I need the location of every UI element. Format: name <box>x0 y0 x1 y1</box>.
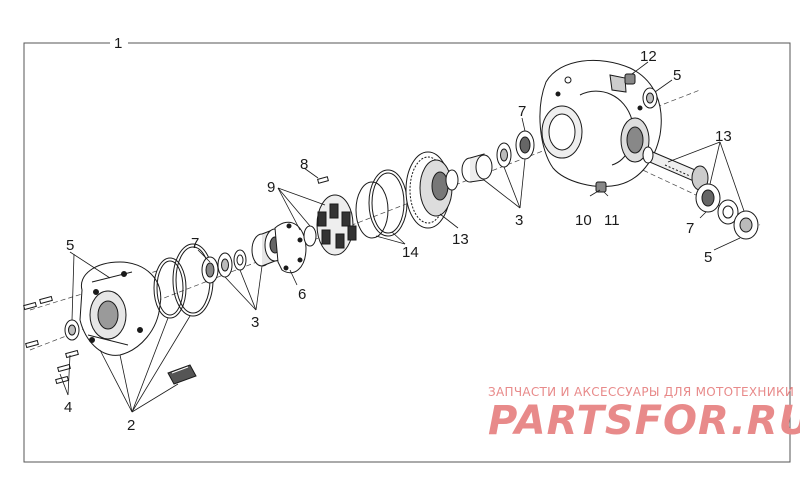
callout-14: 14 <box>402 244 419 261</box>
ring-gear <box>405 151 459 229</box>
cover-retainer-plate <box>167 364 197 385</box>
left-oil-seal <box>64 319 80 341</box>
callout-4: 4 <box>64 399 72 416</box>
callout-13-right: 13 <box>715 128 732 145</box>
circlip-rings <box>355 169 408 239</box>
callout-1: 1 <box>114 35 122 52</box>
callout-7-right: 7 <box>686 220 694 237</box>
upper-oil-seal <box>642 87 658 109</box>
roller-cage <box>303 194 357 256</box>
callout-5-left: 5 <box>66 237 74 254</box>
right-bearing-group <box>461 130 535 183</box>
callout-8: 8 <box>300 156 308 173</box>
cover-bolts <box>23 295 79 385</box>
callout-leader-lines <box>59 61 745 413</box>
watermark-tagline: ЗАПЧАСТИ И АКСЕССУАРЫ ДЛЯ МОТОТЕХНИКИ <box>488 385 795 399</box>
callout-5-top: 5 <box>673 67 681 84</box>
callout-7-center: 7 <box>518 103 526 120</box>
spider-gear-plate <box>274 221 307 274</box>
breather-valve <box>595 181 607 193</box>
cover-gaskets <box>153 243 214 319</box>
callout-11: 11 <box>604 212 620 229</box>
callout-5-bottom: 5 <box>704 249 712 266</box>
callout-9: 9 <box>267 179 275 196</box>
left-housing-cover <box>79 261 162 356</box>
callout-labels: 1 5 4 2 7 3 6 8 9 14 13 3 7 12 5 10 11 1… <box>64 35 732 434</box>
watermark-logo: PARTSFOR.RU <box>488 398 800 444</box>
callout-6: 6 <box>298 286 306 303</box>
callout-12: 12 <box>640 48 657 65</box>
diagram-frame <box>23 42 791 463</box>
callout-10: 10 <box>575 212 592 229</box>
callout-13-center: 13 <box>452 231 469 248</box>
locating-pin <box>317 176 329 184</box>
callout-3-left: 3 <box>251 314 259 331</box>
pinion-bearing-group <box>695 183 759 240</box>
left-bearing-group <box>201 249 247 284</box>
callout-7-left: 7 <box>191 235 199 252</box>
gear-housing <box>539 59 662 187</box>
drain-plug <box>624 73 636 85</box>
callout-2: 2 <box>127 417 135 434</box>
pinion-shaft <box>642 146 709 191</box>
callout-3-right: 3 <box>515 212 523 229</box>
